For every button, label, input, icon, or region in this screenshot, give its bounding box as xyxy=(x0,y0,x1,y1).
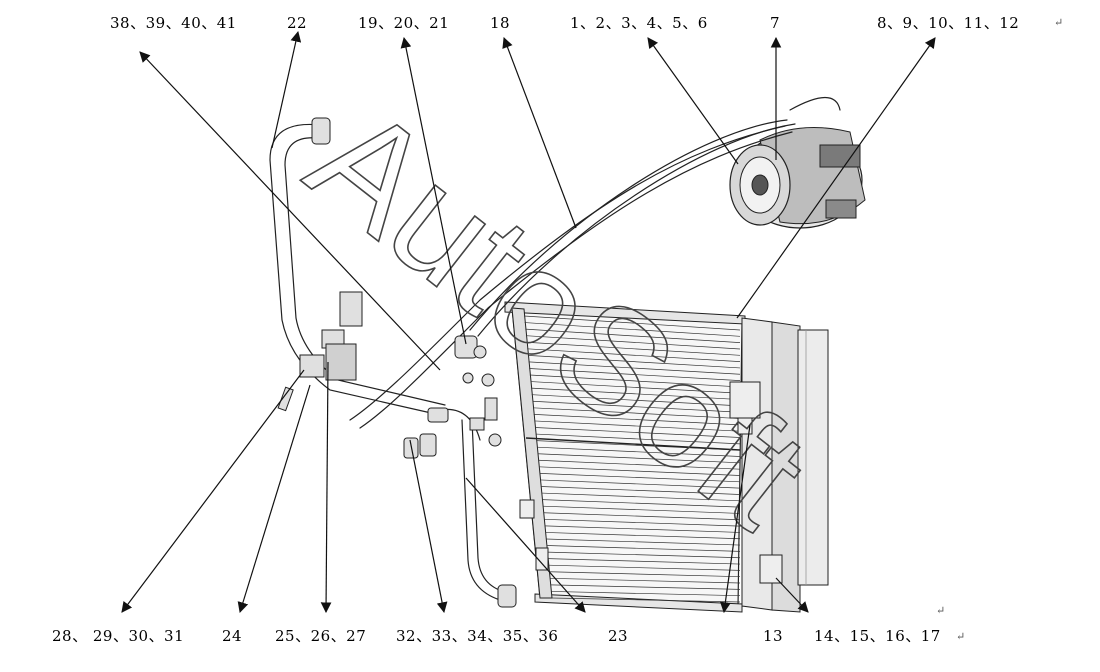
callout-25-27: 25、26、27 xyxy=(275,627,367,645)
callout-18: 18 xyxy=(490,14,511,32)
condenser xyxy=(504,301,829,613)
callout-14-17: 14、15、16、17 xyxy=(814,627,941,645)
callout-23: 23 xyxy=(608,627,629,645)
callout-7: 7 xyxy=(770,14,781,32)
paragraph-mark-icon: ↵ xyxy=(936,604,946,617)
fittings xyxy=(277,117,517,608)
callout-19-21: 19、20、21 xyxy=(358,14,450,32)
callout-24: 24 xyxy=(222,627,243,645)
paragraph-mark-icon: ↵ xyxy=(956,630,966,643)
callout-13: 13 xyxy=(763,627,784,645)
paragraph-mark-icon: ↵ xyxy=(1054,16,1064,29)
compressor xyxy=(729,127,866,229)
leader-lines xyxy=(121,30,936,614)
callout-28-31: 28、 29、30、31 xyxy=(52,627,185,645)
callout-38-41: 38、39、40、41 xyxy=(110,14,237,32)
callout-32-36: 32、33、34、35、36 xyxy=(396,627,559,645)
callout-8-12: 8、9、10、11、12 xyxy=(877,14,1020,32)
callout-1-6: 1、2、3、4、5、6 xyxy=(570,14,708,32)
callout-22: 22 xyxy=(287,14,308,32)
